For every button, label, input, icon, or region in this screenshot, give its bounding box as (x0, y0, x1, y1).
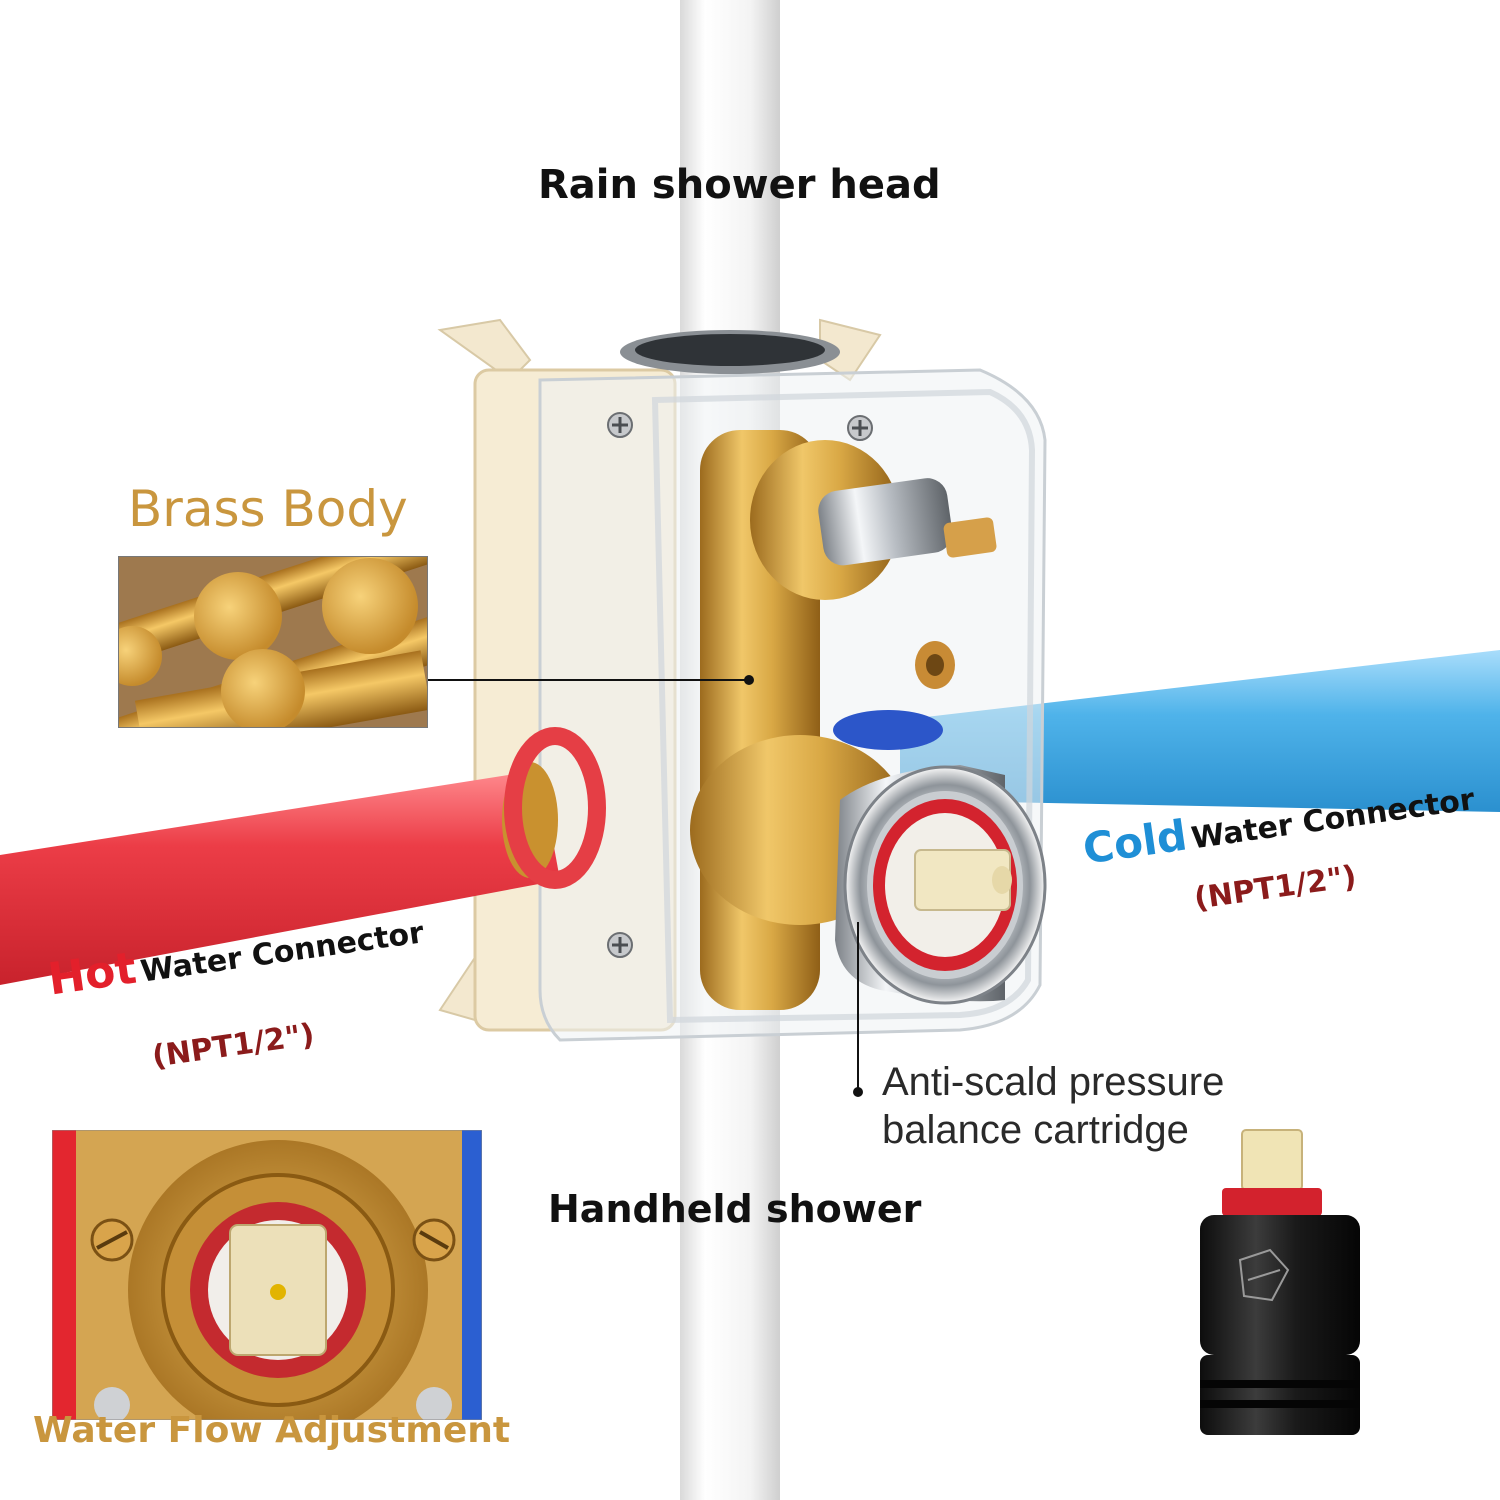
handheld-shower-label: Handheld shower (548, 1187, 922, 1231)
rain-shower-head-label: Rain shower head (538, 162, 941, 208)
brass-rods-inset (118, 556, 428, 728)
cartridge-product-image (1200, 1129, 1360, 1435)
water-flow-adjustment-label: Water Flow Adjustment (33, 1410, 511, 1451)
anti-scald-line-2: balance cartridge (882, 1108, 1189, 1152)
water-flow-adjustment-inset (52, 1130, 482, 1420)
brass-body-label: Brass Body (128, 480, 408, 538)
anti-scald-cartridge-label: Anti-scald pressure balance cartridge (882, 1058, 1224, 1154)
anti-scald-line-1: Anti-scald pressure (882, 1060, 1225, 1104)
